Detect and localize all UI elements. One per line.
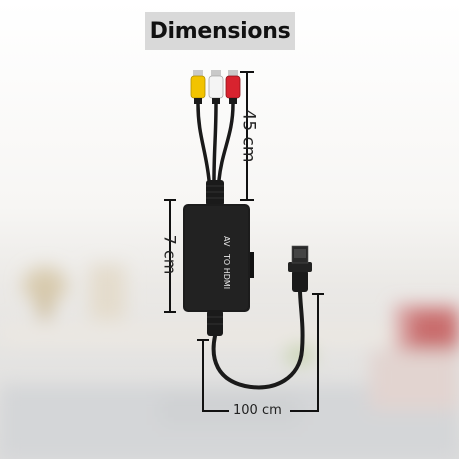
box-label-to-hdmi: TO HDMI — [222, 253, 231, 289]
measurement-cable-length: 45 cm — [238, 109, 259, 163]
box-label-av: AV — [222, 236, 231, 247]
rca-yellow-connector — [190, 70, 206, 104]
rca-red-connector — [225, 70, 241, 104]
dimension-line-100cm — [197, 293, 324, 412]
measurement-total-width: 100 cm — [233, 403, 282, 418]
converter-box: AV TO HDMI — [183, 204, 254, 312]
dimension-line-7cm — [164, 199, 176, 313]
strain-relief-top — [206, 180, 224, 206]
dimension-line-45cm — [240, 71, 254, 201]
hdmi-cable — [211, 288, 305, 390]
strain-relief-bottom — [207, 310, 223, 336]
page-title: Dimensions — [149, 18, 291, 44]
title-banner: Dimensions — [145, 12, 295, 50]
measurement-box-length: 7 cm — [160, 234, 180, 275]
av-cables — [196, 102, 235, 182]
hdmi-connector — [288, 245, 312, 292]
rca-white-connector — [208, 70, 224, 104]
